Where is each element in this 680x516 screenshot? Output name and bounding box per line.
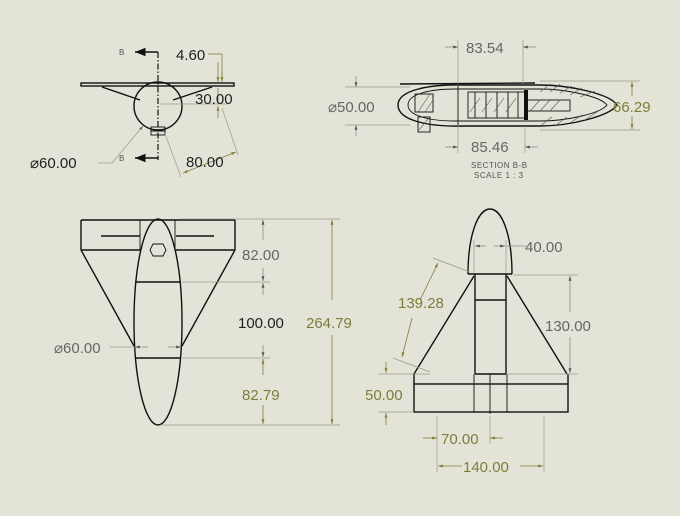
- section-scale: SCALE 1 : 3: [474, 171, 524, 180]
- dim-top-thickness: 4.60: [176, 47, 205, 64]
- dim-fin-height: 130.00: [545, 318, 591, 335]
- front-view: B B 4.60 30.00 80.00 ⌀60.00: [30, 47, 239, 178]
- dim-total: 264.79: [306, 315, 352, 332]
- dim-top-diameter: ⌀60.00: [54, 340, 101, 357]
- section-view: 83.54 85.46 ⌀50.00 66.29 SECTION B-B SCA…: [328, 40, 651, 180]
- dim-fin-edge: 139.28: [398, 295, 444, 312]
- dim-middle: 100.00: [238, 315, 284, 332]
- hex-hole: [149, 243, 167, 257]
- section-title: SECTION B-B: [471, 161, 528, 170]
- dim-diameter: ⌀60.00: [30, 155, 77, 172]
- dim-half-width: 70.00: [441, 431, 479, 448]
- dim-base-height: 50.00: [365, 387, 403, 404]
- base-block: [413, 383, 569, 413]
- dim-body-width: 40.00: [525, 239, 563, 256]
- dim-section-bottom: 85.46: [471, 139, 509, 156]
- strut-right: [172, 86, 213, 101]
- side-view: 40.00 139.28 130.00 50.00 70.00 140.00: [365, 208, 591, 476]
- dim-upper: 82.00: [242, 247, 280, 264]
- dim-span: 80.00: [186, 154, 224, 171]
- dim-section-top: 83.54: [466, 40, 504, 57]
- dim-offset: 30.00: [195, 91, 233, 108]
- nose-cone: [467, 208, 513, 275]
- top-view: 82.00 100.00 82.79 264.79 ⌀60.00: [54, 218, 352, 426]
- section-marker-bottom: B: [119, 154, 125, 163]
- fuselage: [133, 218, 183, 426]
- dim-section-height: 66.29: [613, 99, 651, 116]
- section-outline: [397, 84, 618, 127]
- strut-left: [101, 86, 141, 101]
- dim-full-width: 140.00: [463, 459, 509, 476]
- section-marker-top: B: [119, 48, 125, 57]
- dim-section-diameter: ⌀50.00: [328, 99, 375, 116]
- dim-lower: 82.79: [242, 387, 280, 404]
